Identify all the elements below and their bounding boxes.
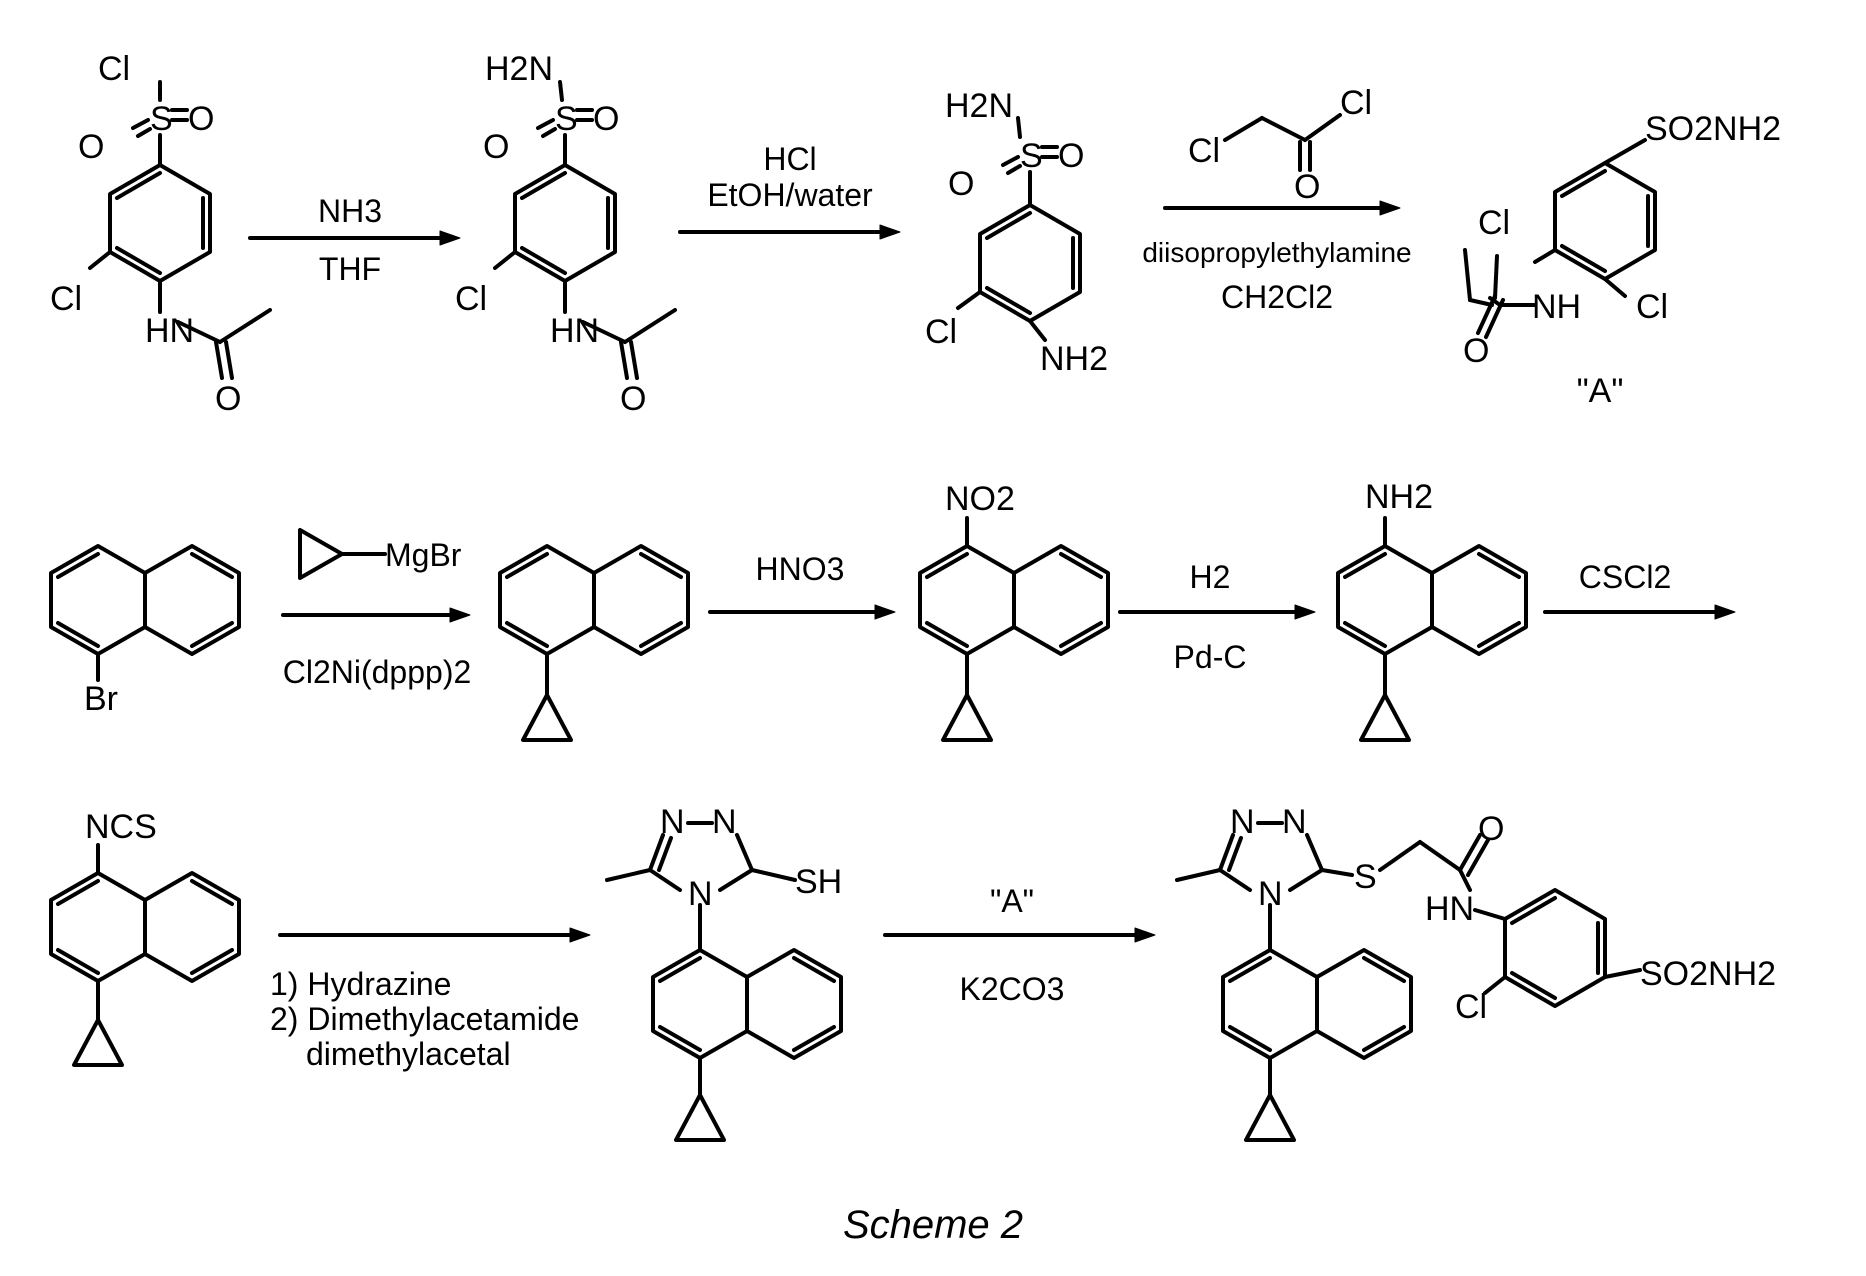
atom-o: O	[1294, 168, 1320, 206]
atom-cl: Cl	[98, 50, 130, 88]
atom-no2: NO2	[945, 480, 1015, 518]
atom-cl: Cl	[1636, 288, 1668, 326]
atom-nh2: NH2	[1365, 478, 1433, 516]
compound-triazole-thiol: N N N SH	[607, 803, 842, 1140]
reagent-chloroacetyl-chloride: Cl Cl O	[1188, 84, 1372, 206]
reaction-arrow-1: NH3 THF	[250, 193, 460, 287]
atom-ncs: NCS	[85, 808, 157, 846]
atom-s: S	[1354, 858, 1377, 896]
atom-o: O	[948, 165, 974, 203]
atom-cl: Cl	[455, 280, 487, 318]
atom-hn: HN	[1425, 890, 1474, 928]
atom-o: O	[188, 100, 214, 138]
atom-hn: HN	[550, 312, 599, 350]
atom-o: O	[1463, 332, 1489, 370]
compound-nitronaphthalene: NO2	[920, 480, 1108, 740]
reagent-dimethylacetal: dimethylacetal	[306, 1036, 511, 1072]
compound-a: SO2NH2 Cl NH Cl O "A"	[1463, 110, 1781, 410]
reagent-nickel-catalyst: Cl2Ni(dppp)2	[283, 654, 472, 690]
atom-n: N	[1282, 803, 1307, 841]
atom-cl: Cl	[1340, 84, 1372, 122]
atom-so2nh2: SO2NH2	[1640, 955, 1776, 993]
reagent-dimethylacetamide: 2) Dimethylacetamide	[270, 1001, 579, 1037]
atom-so2nh2: SO2NH2	[1645, 110, 1781, 148]
compound-a-label: "A"	[1577, 372, 1624, 410]
reaction-arrow-6: H2 Pd-C	[1120, 559, 1315, 675]
atom-o: O	[483, 128, 509, 166]
atom-n: N	[688, 875, 713, 913]
reagent-ethanol-water: EtOH/water	[707, 177, 873, 213]
reagent-magnesium-bromide: MgBr	[385, 537, 462, 573]
atom-cl: Cl	[1478, 204, 1510, 242]
atom-nh2: NH2	[1040, 340, 1108, 378]
atom-o: O	[78, 128, 104, 166]
reaction-arrow-3: Cl Cl O diisopropylethylamine CH2Cl2	[1142, 84, 1411, 315]
reaction-arrow-5: HNO3	[710, 551, 895, 619]
atom-hn: HN	[145, 312, 194, 350]
atom-s: S	[150, 100, 173, 138]
atom-cl: Cl	[1455, 988, 1487, 1026]
atom-h2n: H2N	[485, 50, 553, 88]
reaction-arrow-8: 1) Hydrazine 2) Dimethylacetamide dimeth…	[270, 928, 590, 1072]
reagent-potassium-carbonate: K2CO3	[960, 971, 1065, 1007]
atom-o: O	[593, 100, 619, 138]
atom-s: S	[555, 100, 578, 138]
atom-br: Br	[84, 680, 118, 718]
reagent-nitric-acid: HNO3	[756, 551, 845, 587]
atom-n: N	[712, 803, 737, 841]
atom-n: N	[1230, 803, 1255, 841]
scheme-caption: Scheme 2	[843, 1203, 1023, 1247]
atom-cl: Cl	[1188, 132, 1220, 170]
atom-cl: Cl	[50, 280, 82, 318]
reagent-compound-a: "A"	[990, 883, 1034, 919]
reagent-hydrogen: H2	[1190, 559, 1231, 595]
reagent-ammonia: NH3	[318, 193, 382, 229]
atom-o: O	[1058, 137, 1084, 175]
reagent-diisopropylethylamine: diisopropylethylamine	[1142, 237, 1411, 268]
compound-final-product: N N N S O HN SO2NH2 Cl	[1177, 803, 1776, 1140]
compound-isothiocyanate: NCS	[51, 808, 239, 1065]
compound-aminosulfonamide: H2N S O O Cl NH2	[925, 87, 1108, 378]
reaction-arrow-4: MgBr Cl2Ni(dppp)2	[283, 530, 472, 690]
compound-sulfonyl-chloride: Cl S O O Cl HN O	[50, 50, 270, 418]
reaction-arrow-2: HCl EtOH/water	[680, 141, 900, 239]
compound-bromonaphthalene: Br	[51, 546, 239, 718]
reaction-arrow-7: CSCl2	[1545, 559, 1735, 619]
reagent-hcl: HCl	[763, 141, 816, 177]
atom-cl: Cl	[925, 313, 957, 351]
atom-sh: SH	[795, 863, 842, 901]
atom-o: O	[620, 380, 646, 418]
atom-n: N	[660, 803, 685, 841]
compound-aminonaphthalene: NH2	[1338, 478, 1526, 740]
atom-o: O	[1478, 810, 1504, 848]
atom-nh: NH	[1532, 288, 1581, 326]
reagent-dichloromethane: CH2Cl2	[1221, 279, 1333, 315]
compound-acetamido-sulfonamide: H2N S O O Cl HN O	[455, 50, 675, 418]
reaction-arrow-9: "A" K2CO3	[885, 883, 1155, 1007]
atom-s: S	[1020, 137, 1043, 175]
atom-n: N	[1258, 875, 1283, 913]
reagent-thiophosgene: CSCl2	[1579, 559, 1671, 595]
reagent-thf: THF	[319, 251, 381, 287]
atom-h2n: H2N	[945, 87, 1013, 125]
reagent-hydrazine: 1) Hydrazine	[270, 966, 451, 1002]
reagent-palladium-carbon: Pd-C	[1174, 639, 1247, 675]
atom-o: O	[215, 380, 241, 418]
compound-cyclopropylnaphthalene	[500, 546, 688, 740]
